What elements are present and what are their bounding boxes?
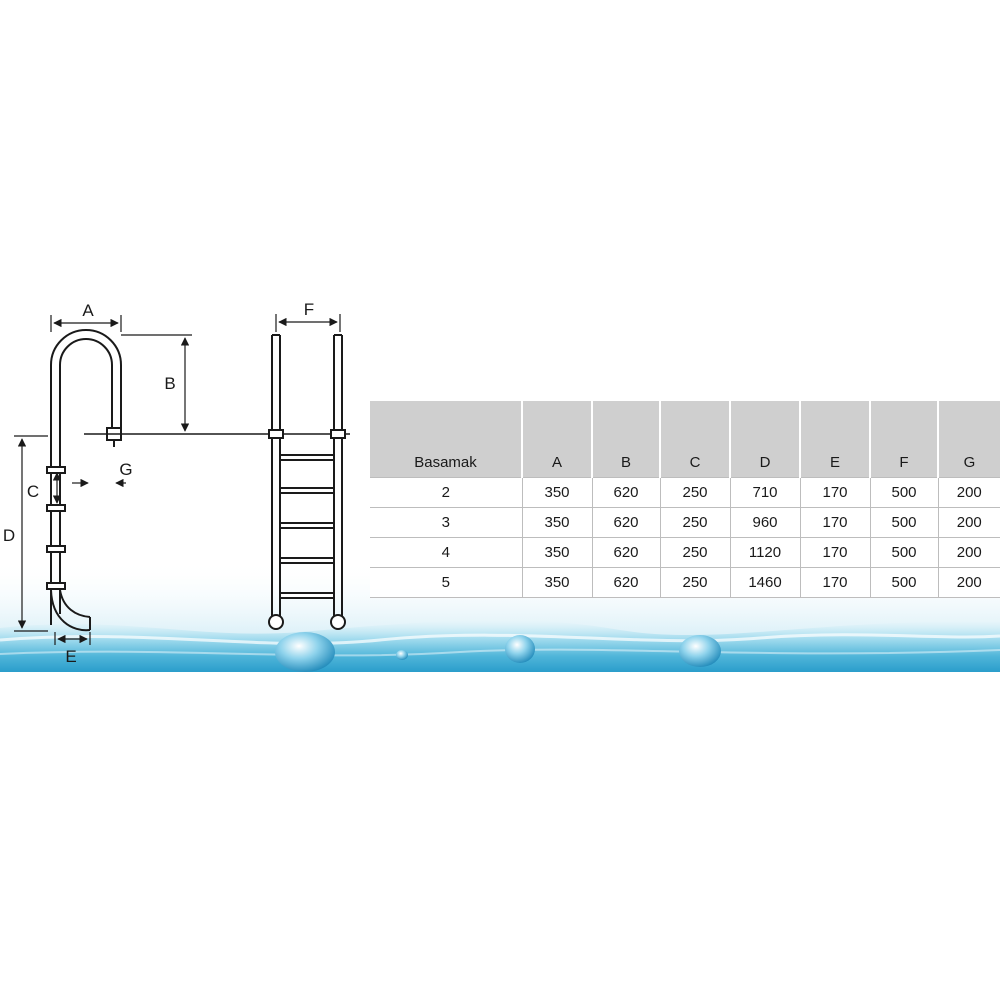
table-cell: 200 — [937, 477, 1000, 508]
header-a: A — [521, 401, 592, 478]
table-cell: 170 — [799, 567, 871, 598]
dim-label-a: A — [82, 301, 94, 320]
table-cell: 1120 — [729, 537, 801, 568]
table-cell: 4 — [370, 537, 523, 568]
table-cell: 500 — [869, 507, 939, 538]
header-d: D — [729, 401, 800, 478]
table-cell: 3 — [370, 507, 523, 538]
table-cell: 620 — [591, 567, 661, 598]
dim-label-g: G — [119, 460, 132, 479]
table-cell: 2 — [370, 477, 523, 508]
dimension-lines — [14, 314, 341, 645]
table-cell: 1460 — [729, 567, 801, 598]
table-row: 3 350 620 250 960 170 500 200 — [370, 507, 1000, 538]
dim-label-b: B — [164, 374, 175, 393]
table-row: 5 350 620 250 1460 170 500 200 — [370, 567, 1000, 598]
dimension-table: Basamak A B C D E F G 2 350 620 250 710 … — [370, 401, 1000, 598]
table-cell: 350 — [521, 567, 593, 598]
water-drops — [275, 632, 721, 672]
table-row: 2 350 620 250 710 170 500 200 — [370, 477, 1000, 508]
header-f: F — [869, 401, 938, 478]
table-cell: 350 — [521, 507, 593, 538]
header-basamak: Basamak — [370, 401, 522, 478]
dim-label-d: D — [3, 526, 15, 545]
header-g: G — [937, 401, 1000, 478]
header-e: E — [799, 401, 870, 478]
table-cell: 500 — [869, 567, 939, 598]
table-cell: 500 — [869, 477, 939, 508]
table-cell: 200 — [937, 567, 1000, 598]
table-cell: 170 — [799, 537, 871, 568]
table-cell: 250 — [659, 537, 731, 568]
header-b: B — [591, 401, 660, 478]
table-row: 4 350 620 250 1120 170 500 200 — [370, 537, 1000, 568]
table-header-row: Basamak A B C D E F G — [370, 401, 1000, 478]
table-cell: 620 — [591, 507, 661, 538]
table-cell: 170 — [799, 477, 871, 508]
dim-label-f: F — [304, 300, 314, 319]
table-cell: 170 — [799, 507, 871, 538]
table-cell: 200 — [937, 507, 1000, 538]
ladder-front-view — [268, 334, 346, 630]
ladder-side-view — [46, 329, 122, 632]
table-cell: 620 — [591, 477, 661, 508]
dim-label-e: E — [65, 647, 76, 666]
table-cell: 350 — [521, 537, 593, 568]
table-cell: 250 — [659, 567, 731, 598]
table-cell: 350 — [521, 477, 593, 508]
table-cell: 500 — [869, 537, 939, 568]
table-cell: 250 — [659, 507, 731, 538]
table-cell: 200 — [937, 537, 1000, 568]
header-c: C — [659, 401, 730, 478]
table-cell: 250 — [659, 477, 731, 508]
dim-label-c: C — [27, 482, 39, 501]
table-cell: 5 — [370, 567, 523, 598]
table-cell: 960 — [729, 507, 801, 538]
table-cell: 620 — [591, 537, 661, 568]
table-cell: 710 — [729, 477, 801, 508]
